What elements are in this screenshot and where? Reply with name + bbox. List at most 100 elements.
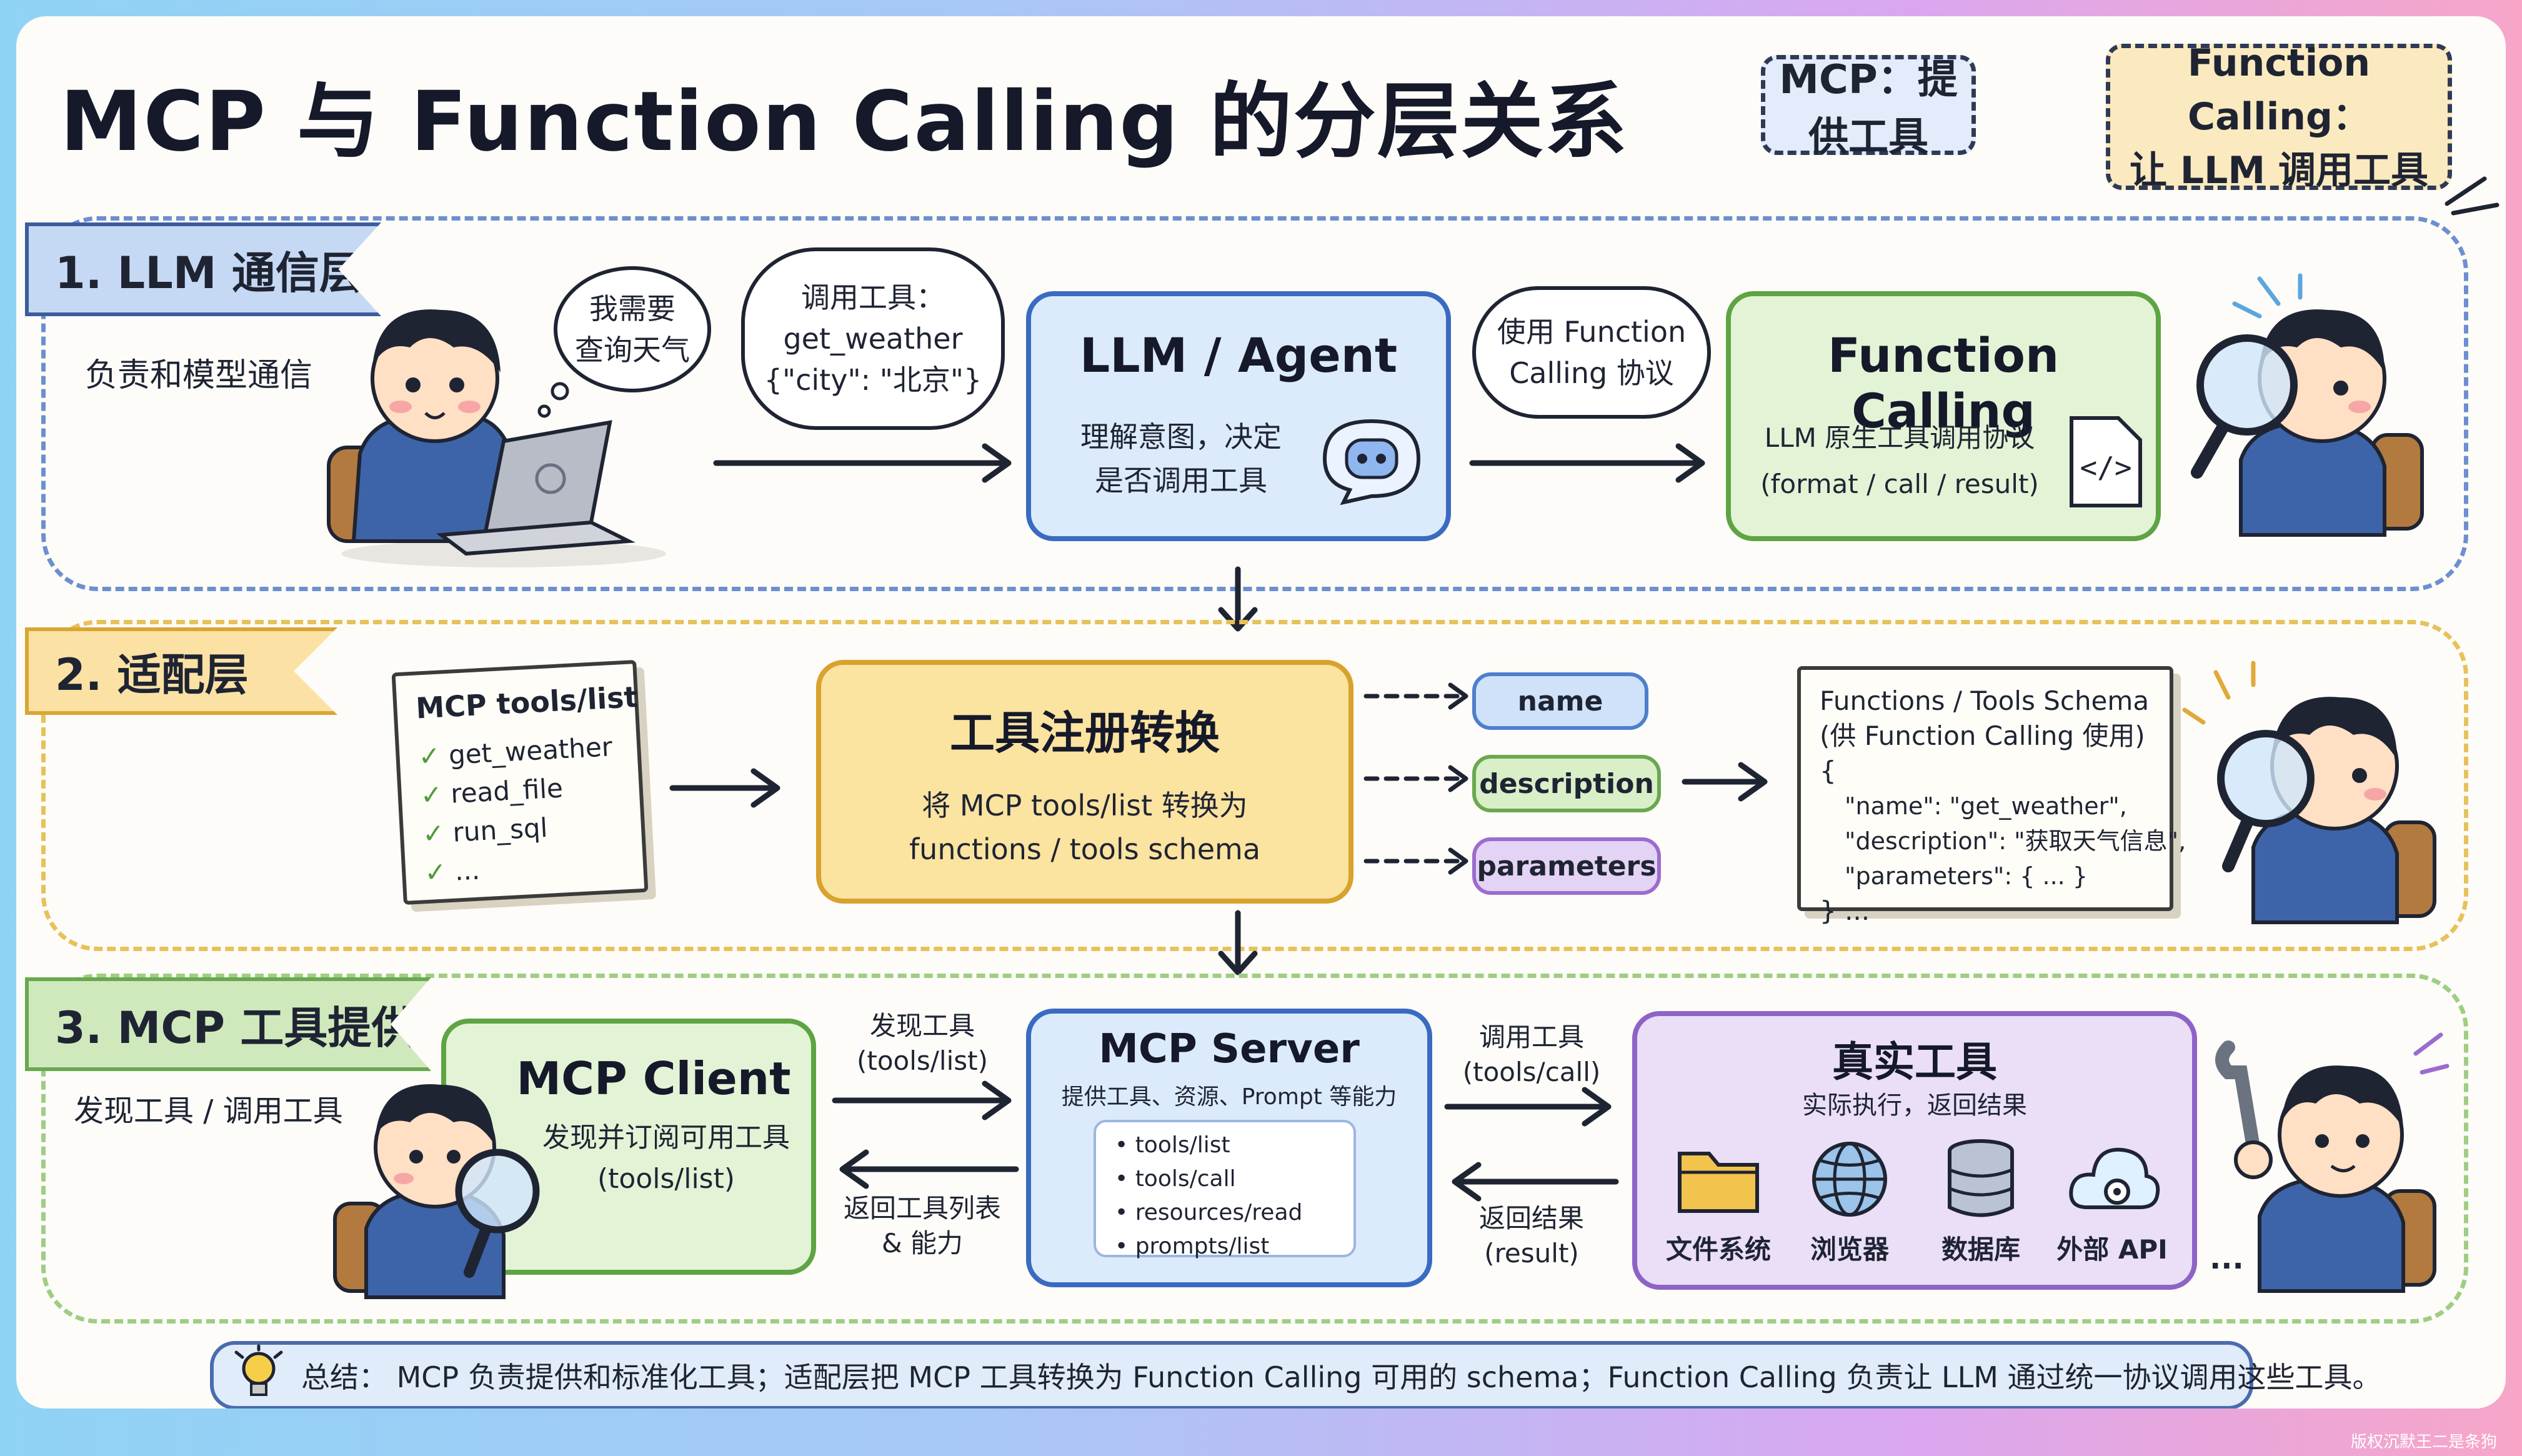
more-ellipsis: ... <box>2210 1241 2244 1276</box>
fc-line2: (format / call / result) <box>1760 469 2039 499</box>
legend-function-calling: Function Calling： 让 LLM 调用工具 <box>2106 41 2452 192</box>
agent-desc: 理解意图，决定是否调用工具 <box>1056 415 1306 502</box>
server-subtitle: 提供工具、资源、Prompt 等能力 <box>1061 1084 1397 1110</box>
server-capabilities-list: • tools/list • tools/call • resources/re… <box>1094 1120 1356 1259</box>
schema-text: Functions / Tools Schema (供 Function Cal… <box>1820 684 2186 929</box>
convert-line1: 将 MCP tools/list 转换为 <box>922 789 1248 822</box>
check-icon: ✓ <box>419 779 444 811</box>
tools-list-items: ✓ get_weather ✓ read_file ✓ run_sql ✓ ..… <box>417 727 619 892</box>
check-icon: ✓ <box>424 856 447 889</box>
legend-mcp: MCP：提供工具 <box>1761 55 1976 161</box>
fc-title: Function Calling <box>1827 327 2060 439</box>
tool-register-convert-card: 工具注册转换 将 MCP tools/list 转换为 functions / t… <box>816 660 1353 904</box>
convert-line2: functions / tools schema <box>909 832 1261 866</box>
tool-label-external-api: 外部 API <box>2056 1234 2168 1265</box>
arrow-return-result <box>1452 1162 1619 1202</box>
arrow-to-schema <box>1682 762 1768 802</box>
server-item: resources/read <box>1135 1200 1303 1225</box>
layer1-subtitle: 负责和模型通信 <box>85 357 313 394</box>
discover-line1: 发现工具 <box>869 1010 975 1041</box>
summary-bar: 总结： MCP 负责提供和标准化工具；适配层把 MCP 工具转换为 Functi… <box>210 1341 2381 1409</box>
call-line2: get_weather <box>783 322 963 356</box>
client-line1: 发现并订阅可用工具 <box>542 1122 790 1154</box>
tool-label-filesystem: 文件系统 <box>1665 1234 1771 1265</box>
arrow-to-convert <box>669 768 780 808</box>
layer1-tag: 1. LLM 通信层 <box>25 222 381 316</box>
check-icon: ✓ <box>421 817 446 850</box>
dashed-arrows-to-fields <box>1363 682 1468 875</box>
server-item: tools/list <box>1135 1132 1230 1158</box>
call-line1: 调用工具： <box>801 281 945 314</box>
tools-list-item: run_sql <box>452 812 549 848</box>
legend-fc-line1: Function Calling： <box>2187 41 2371 139</box>
layer3-subtitle: 发现工具 / 调用工具 <box>74 1094 343 1129</box>
client-title: MCP Client <box>516 1052 791 1105</box>
watermark: 版权沉默王二是条狗 <box>2350 1433 2497 1452</box>
fc-desc: LLM 原生工具调用协议(format / call / result) <box>1750 415 2050 507</box>
svg-text:</>: </> <box>2080 451 2131 484</box>
tool-label-browser: 浏览器 <box>1810 1234 1889 1265</box>
schema-line1: Functions / Tools Schema <box>1820 686 2150 716</box>
call-label: 调用工具 (tools/call) <box>1447 1020 1616 1090</box>
layer3-frame <box>41 974 2468 1324</box>
thought-line2: 查询天气 <box>575 333 690 367</box>
boy-magnifier-illustration-1 <box>2191 273 2424 537</box>
layer3-tag: 3. MCP 工具提供层 <box>25 977 431 1071</box>
arrow-discover <box>832 1080 1012 1120</box>
schema-line4: "name": "get_weather", <box>1845 792 2127 820</box>
arrow-down-2 <box>1218 910 1258 975</box>
call-label-line2: (tools/call) <box>1462 1057 1601 1087</box>
protocol-line2: Calling 协议 <box>1509 356 1674 390</box>
return-list-label: 返回工具列表 & 能力 <box>829 1191 1016 1261</box>
diagram-canvas: MCP 与 Function Calling 的分层关系 MCP：提供工具 Fu… <box>16 16 2506 1409</box>
layer1-frame <box>41 216 2468 591</box>
convert-title: 工具注册转换 <box>949 707 1220 759</box>
server-item: prompts/list <box>1135 1234 1270 1259</box>
call-label-line1: 调用工具 <box>1478 1022 1584 1052</box>
boy-magnifier-illustration-2 <box>2182 661 2436 924</box>
tools-list-item: ... <box>454 854 481 887</box>
schema-line5: "description": "获取天气信息", <box>1845 827 2186 855</box>
lightbulb-icon <box>234 1344 283 1396</box>
boy-wrench-illustration <box>2215 1032 2450 1293</box>
legend-fc-line2: 让 LLM 调用工具 <box>2130 149 2428 192</box>
arrow-to-agent <box>713 443 1012 483</box>
call-tool-bubble: 调用工具：get_weather{"city": "北京"} <box>741 247 1005 430</box>
tools-list-item: get_weather <box>447 731 614 770</box>
field-name-pill: name <box>1472 672 1648 730</box>
summary-text: 总结： MCP 负责提供和标准化工具；适配层把 MCP 工具转换为 Functi… <box>301 1360 2381 1394</box>
client-desc: 发现并订阅可用工具(tools/list) <box>521 1117 811 1200</box>
tools-schema-paper: Functions / Tools Schema (供 Function Cal… <box>1797 666 2186 926</box>
boy-magnifier-illustration-3 <box>333 1084 540 1299</box>
agent-title: LLM / Agent <box>1079 327 1398 383</box>
check-icon: ✓ <box>417 740 442 772</box>
real-title: 真实工具 <box>1832 1038 1997 1086</box>
globe-icon <box>1812 1142 1887 1217</box>
return-list-line2: & 能力 <box>881 1228 964 1259</box>
agent-line2: 是否调用工具 <box>1095 464 1267 497</box>
real-tools-card: 真实工具 实际执行，返回结果 文件系统 浏览器 数据库 外部 API <box>1632 1011 2197 1290</box>
function-calling-card: Function Calling LLM 原生工具调用协议(format / c… <box>1726 291 2161 541</box>
sparkle-rays-icon <box>2445 176 2500 216</box>
result-label: 返回结果 (result) <box>1447 1201 1616 1271</box>
robot-chat-icon <box>1322 419 1421 506</box>
thought-line1: 我需要 <box>589 292 675 326</box>
code-file-icon: </> <box>2070 416 2142 507</box>
return-list-line1: 返回工具列表 <box>843 1193 1001 1224</box>
agent-line1: 理解意图，决定 <box>1080 420 1282 454</box>
server-title: MCP Server <box>1099 1026 1360 1072</box>
llm-agent-card: LLM / Agent 理解意图，决定是否调用工具 <box>1026 291 1451 541</box>
layer2-tag: 2. 适配层 <box>25 627 337 715</box>
tools-list-item: read_file <box>450 772 564 809</box>
schema-line2: (供 Function Calling 使用) <box>1820 721 2145 751</box>
arrow-call-tool <box>1444 1087 1612 1127</box>
page-title: MCP 与 Function Calling 的分层关系 <box>60 74 1628 170</box>
result-line1: 返回结果 <box>1478 1203 1584 1234</box>
schema-line7: } ... <box>1820 895 1870 926</box>
tool-label-database: 数据库 <box>1941 1234 2020 1265</box>
tools-list-title: MCP tools/list <box>415 679 639 726</box>
mcp-tools-list-paper: MCP tools/list ✓ get_weather ✓ read_file… <box>391 659 649 905</box>
field-parameters-pill: parameters <box>1472 837 1661 895</box>
result-line2: (result) <box>1484 1238 1579 1269</box>
